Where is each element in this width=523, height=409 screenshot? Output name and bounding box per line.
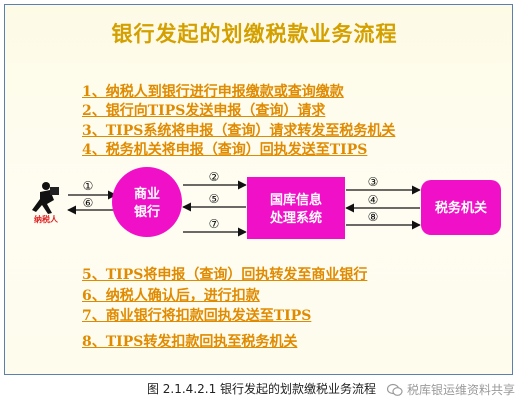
step-2: 2、银行向TIPS发送申报（查询）请求: [82, 103, 326, 119]
step-5: 5、TIPS将申报（查询）回执转发至商业银行: [82, 267, 368, 283]
watermark: 税库银运维资料共享: [386, 381, 515, 398]
taxpayer-label: 纳税人: [34, 214, 59, 224]
marker-3: ③: [368, 175, 379, 189]
tax-authority-label: 税务机关: [435, 200, 487, 216]
marker-8: ⑧: [368, 210, 379, 224]
wechat-icon: [386, 383, 403, 396]
step-6: 6、纳税人确认后，进行扣款: [82, 288, 260, 304]
marker-6: ⑥: [83, 196, 94, 210]
step-7: 7、商业银行将扣款回执发送至TIPS: [82, 308, 312, 324]
marker-4: ④: [368, 193, 379, 207]
step-8: 8、TIPS转发扣款回执至税务机关: [82, 334, 298, 350]
marker-2: ②: [209, 170, 220, 184]
bank-label-line2: 银行: [134, 204, 160, 220]
step-4: 4、税务机关将申报（查询）回执发送至TIPS: [82, 142, 368, 158]
tax-authority-node: [421, 180, 501, 235]
tips-node: [247, 177, 345, 239]
running-person-icon: [32, 182, 59, 214]
bank-node: [112, 167, 182, 237]
bank-label-line1: 商业: [134, 186, 160, 202]
figure-caption: 图 2.1.4.2.1 银行发起的划款缴税业务流程: [146, 382, 377, 396]
marker-1: ①: [83, 179, 94, 193]
step-1: 1、纳税人到银行进行申报缴款或查询缴款: [82, 84, 344, 100]
diagram-title: 银行发起的划缴税款业务流程: [111, 21, 398, 46]
tips-label-line1: 国库信息: [270, 192, 322, 208]
step-3: 3、TIPS系统将申报（查询）请求转发至税务机关: [82, 123, 396, 139]
marker-7: ⑦: [209, 217, 220, 231]
marker-5: ⑤: [209, 192, 220, 206]
tips-label-line2: 处理系统: [269, 210, 322, 226]
watermark-text: 税库银运维资料共享: [406, 383, 515, 397]
